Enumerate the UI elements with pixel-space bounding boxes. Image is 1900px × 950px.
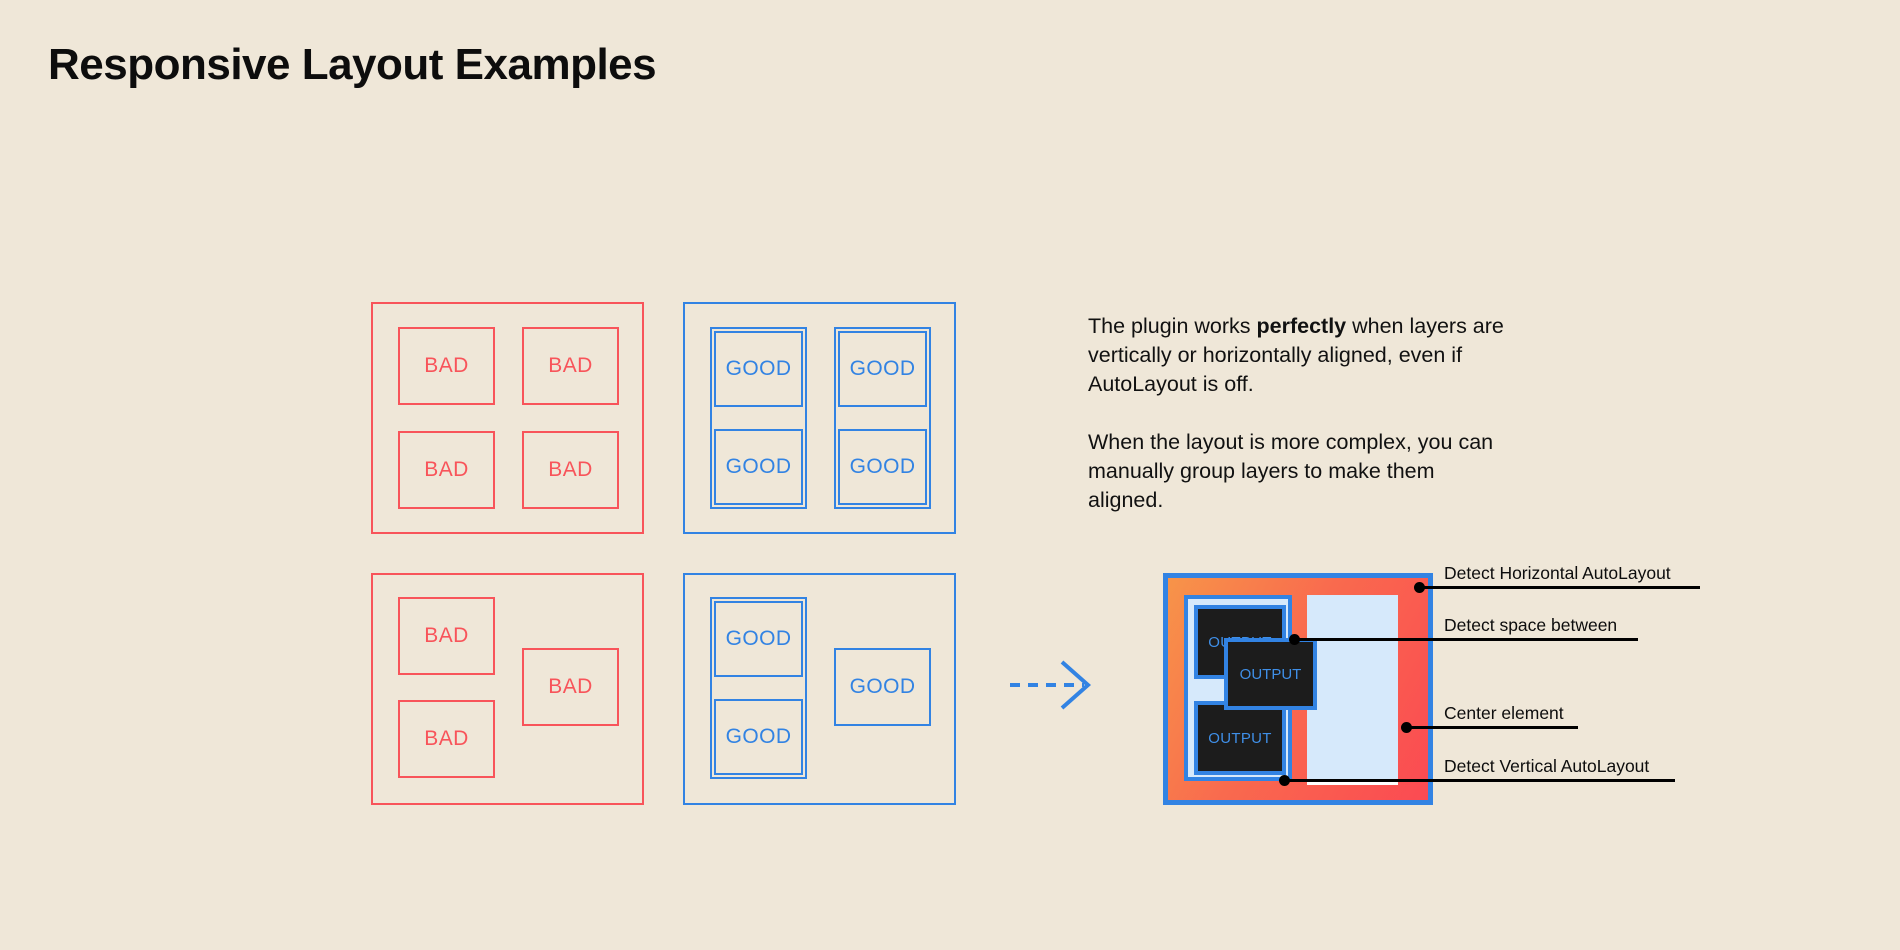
example-panel-complex-good: GOOD GOOD GOOD bbox=[683, 573, 956, 805]
cell-label: BAD bbox=[548, 458, 593, 481]
cell-label: GOOD bbox=[725, 627, 792, 650]
example-cell-good: GOOD bbox=[834, 648, 931, 726]
example-panel-grid-bad: BAD BAD BAD BAD bbox=[371, 302, 644, 534]
callout-line bbox=[1419, 586, 1700, 589]
example-cell-bad: BAD bbox=[398, 700, 495, 778]
example-panel-grid-good: GOOD GOOD GOOD GOOD bbox=[683, 302, 956, 534]
callout-line bbox=[1294, 638, 1638, 641]
callout-label: Detect Vertical AutoLayout bbox=[1444, 756, 1650, 776]
example-panel-complex-bad: BAD BAD BAD bbox=[371, 573, 644, 805]
description-text: The plugin works perfectly when layers a… bbox=[1088, 312, 1508, 515]
example-cell-good: GOOD bbox=[714, 429, 803, 505]
example-cell-good: GOOD bbox=[714, 699, 803, 775]
cell-label: GOOD bbox=[849, 357, 916, 380]
cell-label: GOOD bbox=[725, 455, 792, 478]
description-paragraph-1: The plugin works perfectly when layers a… bbox=[1088, 312, 1508, 399]
output-box: OUTPUT bbox=[1194, 701, 1286, 775]
layer-group-left: GOOD GOOD bbox=[710, 327, 807, 509]
example-cell-good: GOOD bbox=[714, 601, 803, 677]
cell-label: GOOD bbox=[725, 725, 792, 748]
output-box-center: OUTPUT bbox=[1224, 638, 1317, 710]
output-label: OUTPUT bbox=[1208, 729, 1272, 747]
cell-label: BAD bbox=[548, 354, 593, 377]
example-cell-bad: BAD bbox=[522, 327, 619, 405]
callout-line bbox=[1284, 779, 1675, 782]
page-title: Responsive Layout Examples bbox=[48, 40, 657, 89]
cell-label: GOOD bbox=[849, 455, 916, 478]
callout-label: Center element bbox=[1444, 703, 1564, 723]
callout-line bbox=[1406, 726, 1578, 729]
example-cell-bad: BAD bbox=[522, 431, 619, 509]
description-paragraph-2: When the layout is more complex, you can… bbox=[1088, 430, 1494, 512]
example-cell-bad: BAD bbox=[398, 431, 495, 509]
description-p1-after: when layers are vertically or horizontal… bbox=[1088, 314, 1504, 396]
cell-label: GOOD bbox=[849, 675, 916, 698]
description-p1-before: The plugin works bbox=[1088, 314, 1257, 338]
output-label: OUTPUT bbox=[1239, 665, 1302, 683]
example-cell-good: GOOD bbox=[838, 429, 927, 505]
cell-label: GOOD bbox=[725, 357, 792, 380]
example-cell-bad: BAD bbox=[398, 327, 495, 405]
example-cell-bad: BAD bbox=[398, 597, 495, 675]
example-cell-good: GOOD bbox=[714, 331, 803, 407]
callout-label: Detect Horizontal AutoLayout bbox=[1444, 563, 1671, 583]
callout-label: Detect space between bbox=[1444, 615, 1618, 635]
cell-label: BAD bbox=[424, 727, 469, 750]
example-cell-bad: BAD bbox=[522, 648, 619, 726]
cell-label: BAD bbox=[424, 354, 469, 377]
cell-label: BAD bbox=[424, 458, 469, 481]
paragraph-spacer bbox=[1088, 399, 1508, 428]
description-p1-emphasis: perfectly bbox=[1256, 314, 1347, 338]
figure-right-panel bbox=[1307, 595, 1398, 785]
layer-group-right: GOOD GOOD bbox=[834, 327, 931, 509]
layer-group-left: GOOD GOOD bbox=[710, 597, 807, 779]
dashed-arrow-right-icon bbox=[1010, 660, 1100, 710]
cell-label: BAD bbox=[548, 675, 593, 698]
example-cell-good: GOOD bbox=[838, 331, 927, 407]
cell-label: BAD bbox=[424, 624, 469, 647]
